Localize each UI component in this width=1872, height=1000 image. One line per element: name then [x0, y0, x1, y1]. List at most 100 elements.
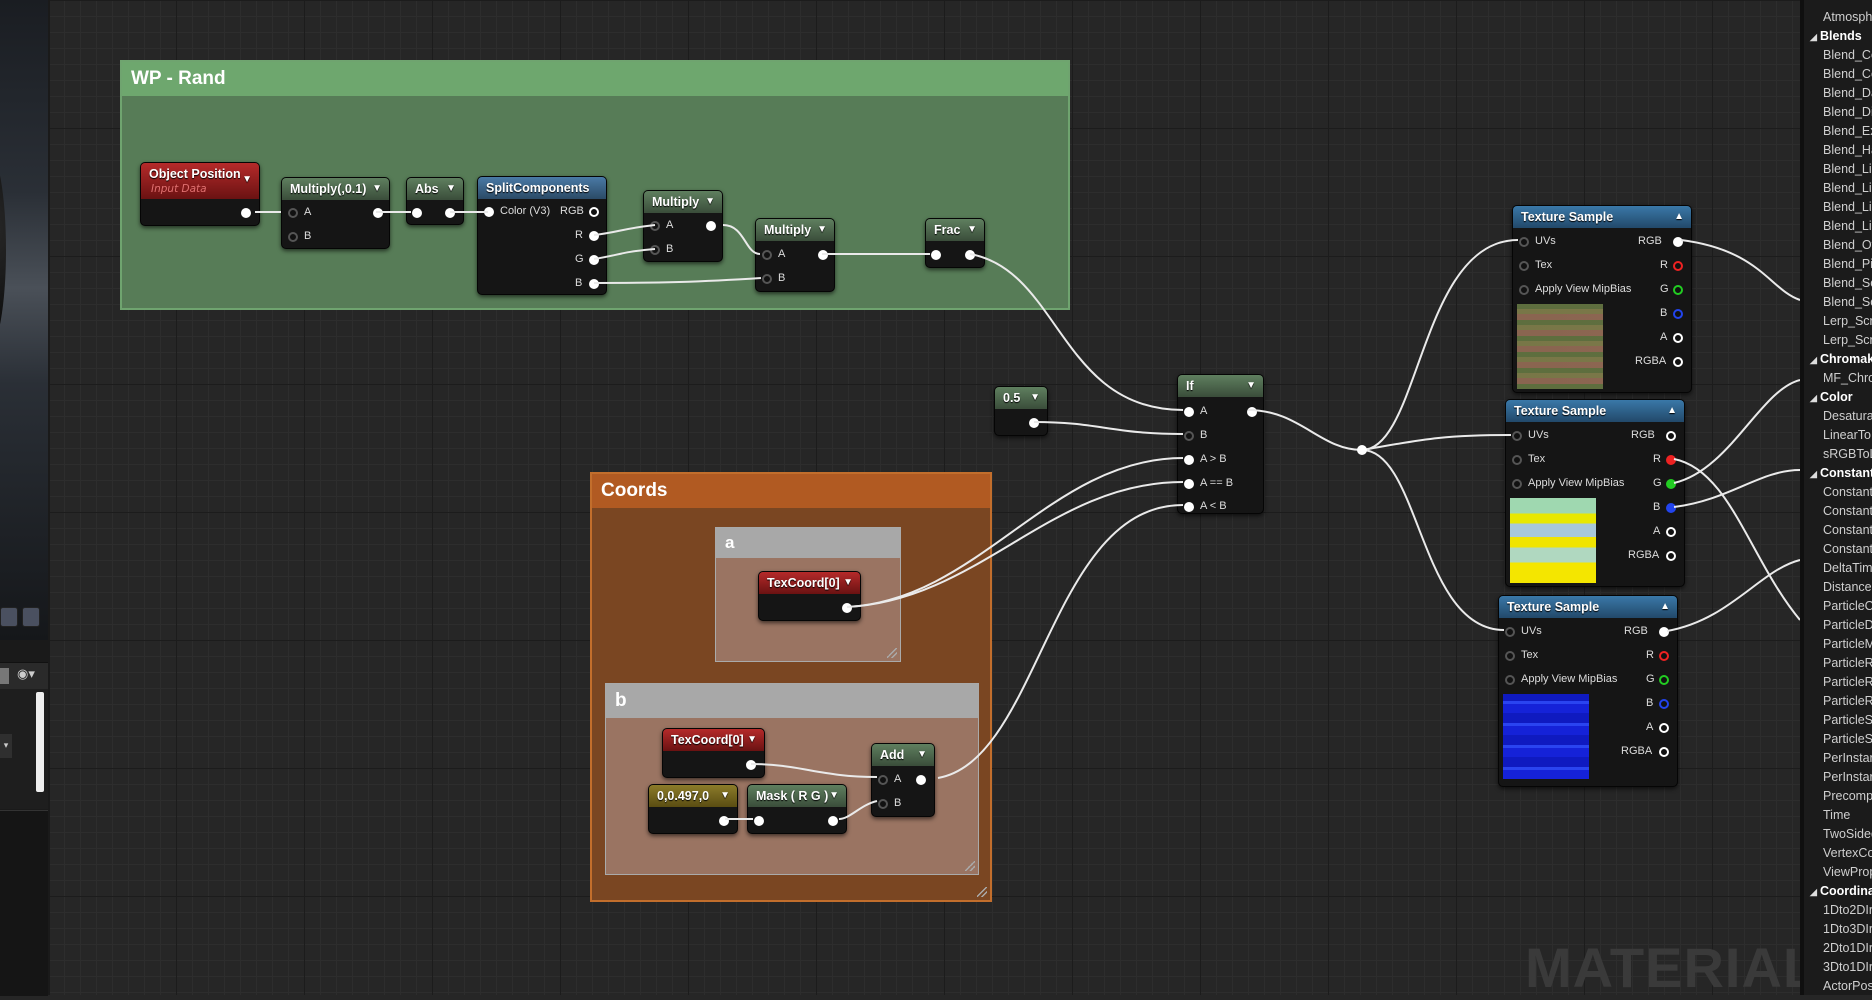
output-pin-b[interactable]: [589, 279, 599, 289]
output-pin-b[interactable]: [1666, 503, 1676, 513]
output-pin-a[interactable]: [1666, 527, 1676, 537]
palette-item[interactable]: Blend_Ex: [1804, 122, 1872, 141]
chevron-down-icon[interactable]: ▼: [829, 790, 839, 801]
palette-item[interactable]: Blend_Da: [1804, 84, 1872, 103]
palette-item[interactable]: Atmosph: [1804, 8, 1872, 27]
chevron-down-icon[interactable]: ▼: [817, 224, 827, 235]
node-multiply-01[interactable]: Multiply(,0.1)▼ A B: [281, 177, 390, 249]
input-pin-tex[interactable]: [1519, 261, 1529, 271]
output-pin-b[interactable]: [1659, 699, 1669, 709]
palette-item[interactable]: Lerp_Scr: [1804, 312, 1872, 331]
input-pin-mipbias[interactable]: [1505, 675, 1515, 685]
input-pin-b[interactable]: [762, 274, 772, 284]
chevron-down-icon[interactable]: ▼: [843, 577, 853, 588]
palette-item[interactable]: Blend_Ov: [1804, 236, 1872, 255]
node-constant-vector[interactable]: 0,0.497,0▼: [648, 784, 738, 834]
palette-item[interactable]: ActorPos: [1804, 977, 1872, 995]
palette-item[interactable]: PerInstar: [1804, 768, 1872, 787]
preview-viewport[interactable]: [0, 0, 48, 640]
input-pin[interactable]: [754, 816, 764, 826]
palette-item[interactable]: 1Dto3DIr: [1804, 920, 1872, 939]
eye-icon[interactable]: ◉▾: [17, 667, 35, 682]
output-pin-rgb[interactable]: [1659, 627, 1669, 637]
input-pin-color[interactable]: [484, 207, 494, 217]
output-pin[interactable]: [1029, 418, 1039, 428]
palette-item[interactable]: Distance: [1804, 578, 1872, 597]
palette-item[interactable]: VertexCo: [1804, 844, 1872, 863]
node-constant-05[interactable]: 0.5▼: [994, 386, 1048, 436]
viewport-option-button[interactable]: [0, 607, 18, 627]
palette-item[interactable]: Blend_Lin: [1804, 179, 1872, 198]
input-pin-tex[interactable]: [1505, 651, 1515, 661]
palette-item[interactable]: Lerp_Scr: [1804, 331, 1872, 350]
output-pin[interactable]: [746, 760, 756, 770]
input-pin[interactable]: [931, 250, 941, 260]
chevron-down-icon[interactable]: ▼: [1246, 380, 1256, 391]
palette-item[interactable]: TwoSided: [1804, 825, 1872, 844]
details-scrollbar[interactable]: [36, 692, 44, 792]
palette-category[interactable]: ◢Color: [1804, 388, 1872, 407]
palette-item[interactable]: 2Dto1DIr: [1804, 939, 1872, 958]
chevron-down-icon[interactable]: ▼: [242, 174, 252, 185]
palette-item[interactable]: MF_Chro: [1804, 369, 1872, 388]
material-graph[interactable]: WP - Rand Coords a b Object Position▼ In…: [50, 0, 1800, 995]
node-texture-sample-2[interactable]: Texture Sample▲ UVs Tex Apply View MipBi…: [1505, 399, 1685, 587]
chevron-down-icon[interactable]: ▼: [705, 196, 715, 207]
palette-item[interactable]: ParticleM: [1804, 635, 1872, 654]
input-pin-b[interactable]: [1184, 431, 1194, 441]
resize-handle[interactable]: [977, 887, 987, 897]
collapse-arrow-icon[interactable]: ▲: [1667, 405, 1677, 416]
output-pin-r[interactable]: [589, 231, 599, 241]
input-pin-b[interactable]: [288, 232, 298, 242]
collapse-arrow-icon[interactable]: ▲: [1674, 211, 1684, 222]
node-texture-sample-1[interactable]: Texture Sample▲ UVs Tex Apply View MipBi…: [1512, 205, 1692, 393]
output-pin[interactable]: [818, 250, 828, 260]
input-pin-uvs[interactable]: [1505, 627, 1515, 637]
palette-item[interactable]: Blend_Pin: [1804, 255, 1872, 274]
palette-item[interactable]: Blend_Lin: [1804, 217, 1872, 236]
output-pin-g[interactable]: [1673, 285, 1683, 295]
input-pin-a-equals-b[interactable]: [1184, 479, 1194, 489]
output-pin-rgb[interactable]: [1666, 431, 1676, 441]
node-add[interactable]: Add▼ A B: [871, 743, 935, 817]
output-pin-rgba[interactable]: [1666, 551, 1676, 561]
node-object-position[interactable]: Object Position▼ Input Data: [140, 162, 260, 226]
output-pin[interactable]: [1247, 407, 1257, 417]
chevron-down-icon[interactable]: ▼: [747, 734, 757, 745]
palette-item[interactable]: LinearTo: [1804, 426, 1872, 445]
output-pin-rgba[interactable]: [1673, 357, 1683, 367]
palette-item[interactable]: 3Dto1DIr: [1804, 958, 1872, 977]
output-pin-rgb[interactable]: [1673, 237, 1683, 247]
palette-item[interactable]: DeltaTim: [1804, 559, 1872, 578]
palette-item[interactable]: ParticleR: [1804, 692, 1872, 711]
comment-b[interactable]: b: [605, 683, 979, 875]
palette-item[interactable]: Blend_Di: [1804, 103, 1872, 122]
expand-triangle-icon[interactable]: ◢: [1810, 469, 1817, 479]
palette-item[interactable]: Constant: [1804, 483, 1872, 502]
output-pin[interactable]: [445, 208, 455, 218]
output-pin-r[interactable]: [1673, 261, 1683, 271]
node-multiply-2[interactable]: Multiply▼ A B: [755, 218, 835, 292]
palette-item[interactable]: ViewProp: [1804, 863, 1872, 882]
palette-item[interactable]: Blend_Co: [1804, 46, 1872, 65]
palette-item[interactable]: Blend_Co: [1804, 65, 1872, 84]
output-pin-g[interactable]: [1666, 479, 1676, 489]
node-mask-rg[interactable]: Mask ( R G )▼: [747, 784, 847, 834]
output-pin[interactable]: [828, 816, 838, 826]
output-pin-r[interactable]: [1659, 651, 1669, 661]
palette-item[interactable]: ParticleD: [1804, 616, 1872, 635]
collapse-arrow-icon[interactable]: ▲: [1660, 601, 1670, 612]
input-pin-a[interactable]: [1184, 407, 1194, 417]
palette-category[interactable]: ◢Chromakey: [1804, 350, 1872, 369]
palette-item[interactable]: 1Dto2DIr: [1804, 901, 1872, 920]
palette-item[interactable]: Constant: [1804, 502, 1872, 521]
chevron-down-icon[interactable]: ▾: [0, 734, 12, 758]
palette-item[interactable]: ParticleS: [1804, 711, 1872, 730]
palette-item[interactable]: Blend_Sc: [1804, 274, 1872, 293]
node-multiply[interactable]: Multiply▼ A B: [643, 190, 723, 262]
palette-item[interactable]: Blend_Lin: [1804, 198, 1872, 217]
expand-triangle-icon[interactable]: ◢: [1810, 393, 1817, 403]
input-pin-uvs[interactable]: [1512, 431, 1522, 441]
input-pin-mipbias[interactable]: [1519, 285, 1529, 295]
output-pin[interactable]: [842, 603, 852, 613]
